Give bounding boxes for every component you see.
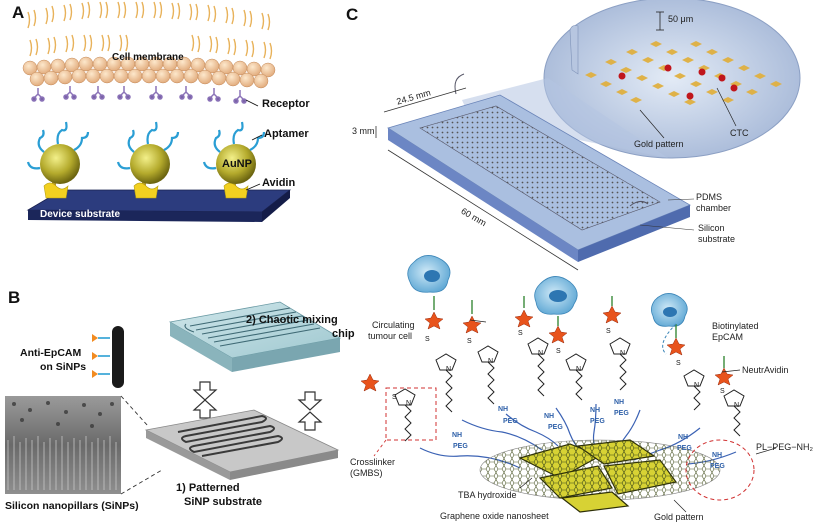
label-3mm: 3 mm: [352, 126, 375, 136]
circulating-cells: [407, 255, 688, 327]
label-s-7: S: [720, 388, 725, 395]
label-circulating-2: tumour cell: [368, 331, 413, 341]
panel-b-graphic: [5, 301, 342, 495]
label-nh-1: NH: [452, 432, 463, 439]
label-crosslinker-2: (GMBS): [350, 468, 383, 478]
label-peg-4: PEG: [590, 418, 605, 425]
lipid-heads: [22, 56, 276, 89]
label-graphene-oxide: Graphene oxide nanosheet: [440, 511, 549, 521]
aunp-particles: [26, 121, 266, 199]
lipid-tails: [27, 1, 273, 60]
neutravidin-stars: [360, 305, 734, 392]
label-peg-3: PEG: [548, 424, 563, 431]
label-s-5: S: [606, 328, 611, 335]
label-nh-5: NH: [614, 399, 625, 406]
label-nh-6: NH: [678, 434, 689, 441]
label-nh-7: NH: [712, 452, 723, 459]
label-peg-2: PEG: [503, 418, 518, 425]
linker-chains: [394, 337, 745, 442]
panel-a-graphic: [22, 1, 292, 222]
label-peg-7: PEG: [710, 463, 725, 470]
label-cell-membrane: Cell membrane: [112, 52, 184, 63]
label-aunp: AuNP: [222, 158, 252, 170]
label-biotinylated-1: Biotinylated: [712, 321, 759, 331]
label-device-substrate: Device substrate: [40, 209, 121, 220]
label-n-7: N: [734, 402, 740, 409]
label-circulating-1: Circulating: [372, 320, 415, 330]
receptors: [31, 86, 247, 104]
label-anti-epcam-2: on SiNPs: [40, 361, 87, 373]
label-receptor: Receptor: [262, 98, 310, 110]
label-pdms-1: PDMS: [696, 192, 723, 202]
label-50um: 50 μm: [668, 14, 694, 24]
graphene-oxide-nanosheet: [479, 439, 721, 513]
label-n-3: N: [538, 350, 544, 357]
label-tba-hydroxide: TBA hydroxide: [458, 490, 517, 500]
label-patterned-2: SiNP substrate: [184, 496, 263, 508]
label-pdms-2: chamber: [696, 203, 732, 213]
label-n-2: N: [488, 358, 494, 365]
label-n-5: N: [620, 350, 626, 357]
panel-letter-c: C: [346, 5, 359, 24]
label-nh-2: NH: [498, 406, 509, 413]
sem-image: [5, 396, 121, 494]
label-n-6: N: [694, 382, 700, 389]
ctc-cells: [618, 64, 738, 100]
label-nh-3: NH: [544, 413, 555, 420]
label-chip: chip: [332, 328, 355, 340]
panel-c-graphic: [360, 0, 801, 513]
label-s-2: S: [467, 338, 472, 345]
label-silicon-nanopillars: Silicon nanopillars (SiNPs): [5, 500, 139, 512]
label-s-6: S: [676, 360, 681, 367]
label-aptamer: Aptamer: [264, 128, 309, 140]
label-gold-pattern-top: Gold pattern: [634, 139, 684, 149]
label-crosslinker-1: Crosslinker: [350, 457, 396, 467]
label-s-1: S: [425, 336, 430, 343]
label-peg-1: PEG: [453, 443, 468, 450]
label-s-3: S: [518, 330, 523, 337]
label-s-4: S: [556, 348, 561, 355]
label-n-1: N: [446, 366, 452, 373]
crosslinker-box: [385, 387, 437, 441]
label-peg-6: PEG: [677, 445, 692, 452]
label-silicon-1: Silicon: [698, 223, 725, 233]
label-avidin: Avidin: [262, 177, 296, 189]
panel-letter-b: B: [8, 288, 21, 307]
panel-letter-a: A: [12, 3, 25, 22]
label-gold-pattern-bottom: Gold pattern: [654, 512, 704, 522]
label-nh-4: NH: [590, 407, 601, 414]
label-n-8: N: [406, 400, 412, 407]
label-neutravidin: NeutrAvidin: [742, 365, 789, 375]
label-silicon-2: substrate: [698, 234, 736, 244]
label-n-4: N: [576, 366, 582, 373]
label-s-8: S: [392, 394, 397, 401]
label-ctc: CTC: [730, 128, 749, 138]
label-peg-5: PEG: [614, 410, 629, 417]
label-pl-peg-nh2: PL−PEG−NH₂: [756, 442, 814, 452]
label-biotinylated-2: EpCAM: [712, 332, 744, 342]
label-chaotic-mixing: 2) Chaotic mixing: [246, 314, 338, 326]
label-patterned-1: 1) Patterned: [176, 482, 240, 494]
label-anti-epcam-1: Anti-EpCAM: [20, 347, 82, 359]
